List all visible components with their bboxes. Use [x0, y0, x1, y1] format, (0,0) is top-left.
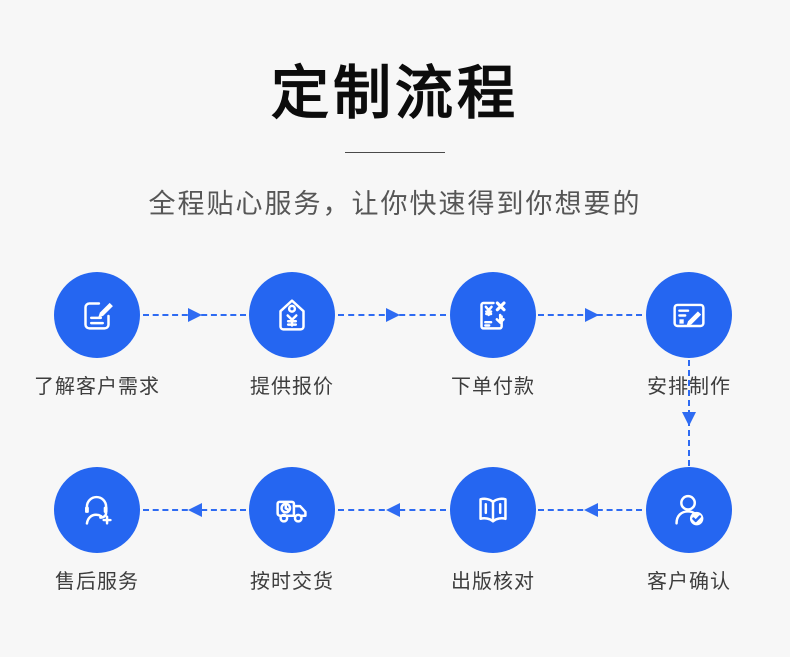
step-label: 安排制作 [647, 376, 731, 398]
delivery-truck-icon [269, 487, 315, 533]
arrow-down-icon [682, 412, 696, 426]
step-circle [249, 272, 335, 358]
title-divider [345, 152, 445, 153]
price-tag-icon [269, 292, 315, 338]
step-provide-quote: 提供报价 [212, 272, 372, 399]
step-circle [450, 467, 536, 553]
step-after-sales-service: 售后服务 [17, 467, 177, 594]
step-label: 客户确认 [647, 571, 731, 593]
user-check-icon [666, 487, 712, 533]
step-label: 了解客户需求 [34, 376, 160, 398]
step-circle [646, 467, 732, 553]
page-subtitle: 全程贴心服务，让你快速得到你想要的 [148, 189, 642, 219]
arrow-left-icon [584, 503, 598, 517]
headset-support-icon [74, 487, 120, 533]
step-arrange-production: 安排制作 [609, 272, 769, 399]
step-circle [54, 272, 140, 358]
payment-receipt-icon [470, 292, 516, 338]
step-place-order-pay: 下单付款 [413, 272, 573, 399]
edit-note-icon [74, 292, 120, 338]
arrow-right-icon [188, 308, 202, 322]
step-publication-check: 出版核对 [413, 467, 573, 594]
step-label: 下单付款 [451, 376, 535, 398]
step-label: 售后服务 [55, 571, 139, 593]
step-circle [646, 272, 732, 358]
step-label: 出版核对 [451, 571, 535, 593]
production-plan-icon [666, 292, 712, 338]
step-label: 提供报价 [250, 376, 334, 398]
open-book-icon [470, 487, 516, 533]
step-understand-needs: 了解客户需求 [17, 272, 177, 399]
step-label: 按时交货 [250, 571, 334, 593]
step-circle [249, 467, 335, 553]
step-customer-confirm: 客户确认 [609, 467, 769, 594]
arrow-left-icon [188, 503, 202, 517]
arrow-right-icon [386, 308, 400, 322]
step-circle [450, 272, 536, 358]
step-on-time-delivery: 按时交货 [212, 467, 372, 594]
page-title: 定制流程 [270, 61, 519, 126]
step-circle [54, 467, 140, 553]
arrow-left-icon [386, 503, 400, 517]
arrow-right-icon [585, 308, 599, 322]
